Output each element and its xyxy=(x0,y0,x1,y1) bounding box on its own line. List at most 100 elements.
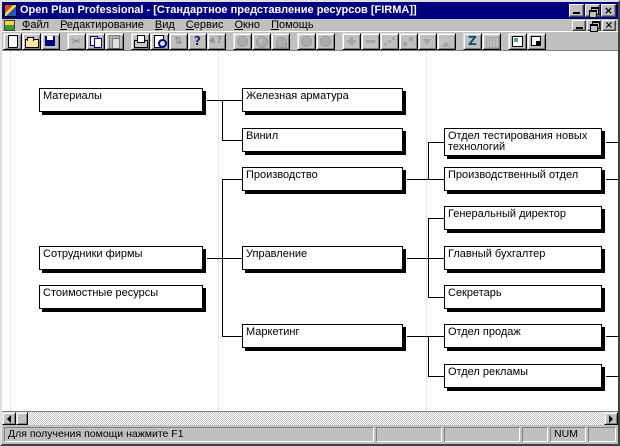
child-close-button[interactable]: × xyxy=(602,19,616,31)
node-label: Материалы xyxy=(43,90,102,102)
horizontal-scrollbar[interactable] xyxy=(2,411,618,425)
scrollbar-track[interactable] xyxy=(28,412,604,425)
connector-line xyxy=(222,100,223,141)
toolbar-group xyxy=(131,32,226,50)
window-cascade-button[interactable] xyxy=(527,32,546,50)
scrollbar-thumb[interactable] xyxy=(16,412,28,425)
menubar: Файл Редактирование Вид Сервис Окно Помощь × xyxy=(2,19,618,32)
node-test[interactable]: Отдел тестирования новых технологий xyxy=(444,128,602,156)
node-materials[interactable]: Материалы xyxy=(39,88,203,112)
child-restore-button[interactable] xyxy=(587,19,601,32)
transfer-button xyxy=(169,32,188,50)
node-label: Сотрудники фирмы xyxy=(43,248,143,260)
collapse-minus-button xyxy=(361,32,380,50)
window-cascade-icon xyxy=(530,35,543,48)
minimize-icon xyxy=(573,12,580,14)
node-marketing[interactable]: Маркетинг xyxy=(242,324,403,348)
scroll-left-button[interactable] xyxy=(2,412,16,425)
app-icon[interactable] xyxy=(4,4,17,17)
circle-b-icon xyxy=(319,35,332,48)
connector-line xyxy=(428,258,444,259)
page-break-line xyxy=(426,51,427,411)
status-panel xyxy=(522,426,548,442)
toolbar xyxy=(2,31,618,51)
context-help-button xyxy=(207,32,226,50)
window-controls: × xyxy=(569,4,616,18)
connector-line xyxy=(222,100,242,101)
save-icon xyxy=(44,35,57,48)
zoom-z-button[interactable] xyxy=(463,32,482,50)
print-button[interactable] xyxy=(131,32,150,50)
connector-line xyxy=(606,142,618,143)
save-button[interactable] xyxy=(41,32,60,50)
open-button[interactable] xyxy=(22,32,41,50)
connector-line xyxy=(428,336,444,337)
expand-plus-button xyxy=(342,32,361,50)
close-icon: × xyxy=(604,19,614,31)
link-dots-icon xyxy=(383,35,396,48)
page-break-line xyxy=(218,51,219,411)
node-gendir[interactable]: Генеральный директор xyxy=(444,206,602,230)
menu-service[interactable]: Сервис xyxy=(185,19,224,31)
node-chiefacc[interactable]: Главный бухгалтер xyxy=(444,246,602,270)
node-cost[interactable]: Стоимостные ресурсы xyxy=(39,285,203,309)
restore-icon xyxy=(590,20,600,32)
paste-button xyxy=(105,32,124,50)
node-proddept[interactable]: Производственный отдел xyxy=(444,167,602,191)
menu-edit[interactable]: Редактирование xyxy=(60,19,144,31)
restore-button[interactable] xyxy=(585,4,600,18)
restore-icon xyxy=(588,7,599,18)
connector-line xyxy=(222,140,242,141)
new-button[interactable] xyxy=(3,32,22,50)
status-message: Для получения помощи нажмите F1 xyxy=(4,426,374,442)
node-staff[interactable]: Сотрудники фирмы xyxy=(39,246,203,270)
copy-button[interactable] xyxy=(86,32,105,50)
window-title: Open Plan Professional - [Стандартное пр… xyxy=(20,4,417,16)
node-label: Управление xyxy=(246,248,308,260)
node-ads[interactable]: Отдел рекламы xyxy=(444,364,602,388)
node-production[interactable]: Производство xyxy=(242,167,403,191)
child-minimize-button[interactable] xyxy=(572,19,586,31)
menu-help[interactable]: Помощь xyxy=(271,19,314,31)
paste-icon xyxy=(108,34,121,49)
node-sales[interactable]: Отдел продаж xyxy=(444,324,602,348)
node-management[interactable]: Управление xyxy=(242,246,403,270)
connector-line xyxy=(428,218,444,219)
document-icon[interactable] xyxy=(4,19,15,31)
menu-view[interactable]: Вид xyxy=(154,19,175,31)
minimize-button[interactable] xyxy=(569,4,584,17)
node-label: Отдел рекламы xyxy=(448,366,529,378)
close-button[interactable]: × xyxy=(601,4,616,17)
help-button[interactable] xyxy=(188,32,207,50)
menu-window[interactable]: Окно xyxy=(234,19,261,31)
node-vinyl[interactable]: Винил xyxy=(242,128,403,152)
print-preview-button[interactable] xyxy=(150,32,169,50)
toolbar-group xyxy=(463,32,501,50)
node-label: Главный бухгалтер xyxy=(448,248,546,260)
new-icon xyxy=(6,34,19,48)
zoom-z-icon xyxy=(466,35,479,48)
child-window-controls: × xyxy=(572,19,616,32)
node-secretary[interactable]: Секретарь xyxy=(444,285,602,309)
connector-line xyxy=(222,258,242,259)
menu-file[interactable]: Файл xyxy=(22,19,50,31)
copy-icon xyxy=(89,35,102,48)
node-rebar[interactable]: Железная арматура xyxy=(242,88,403,112)
scroll-right-button[interactable] xyxy=(604,412,618,425)
expand-plus-icon xyxy=(345,35,358,48)
connector-line xyxy=(222,336,242,337)
transfer-icon xyxy=(172,35,185,48)
connector-line xyxy=(606,179,618,180)
window-fit-button[interactable] xyxy=(508,32,527,50)
circle-a-button xyxy=(297,32,316,50)
window-fit-icon xyxy=(511,35,524,48)
titlebar: Open Plan Professional - [Стандартное пр… xyxy=(2,2,618,19)
menu-items: Файл Редактирование Вид Сервис Окно Помощь xyxy=(19,19,568,31)
steps-button xyxy=(399,32,418,50)
connector-line xyxy=(407,179,429,180)
connector-line xyxy=(428,376,444,377)
toolbar-group xyxy=(3,32,60,50)
help-icon xyxy=(191,35,204,48)
node-label: Стоимостные ресурсы xyxy=(43,287,159,299)
